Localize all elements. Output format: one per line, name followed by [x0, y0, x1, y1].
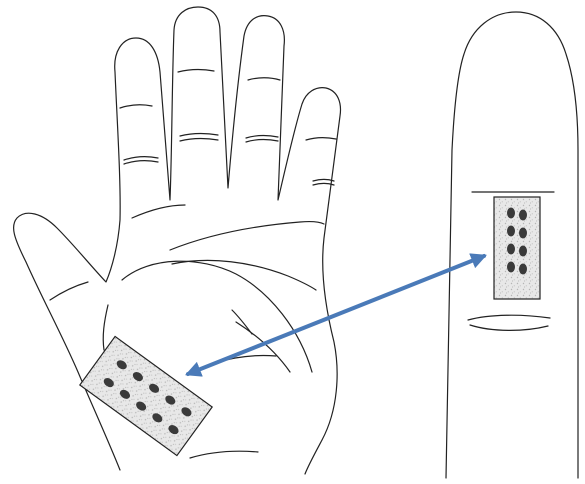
finger-closeup: [446, 12, 578, 478]
patch-dot: [507, 226, 515, 237]
patch-dot: [519, 210, 527, 221]
patch-dot: [519, 228, 527, 239]
patch-dot: [507, 208, 515, 219]
patch-dot: [507, 262, 515, 273]
palm-hand: [14, 7, 341, 474]
patch-dot: [519, 264, 527, 275]
finger-patch: [494, 197, 540, 299]
patch-dot: [519, 246, 527, 257]
patch-dot: [507, 244, 515, 255]
